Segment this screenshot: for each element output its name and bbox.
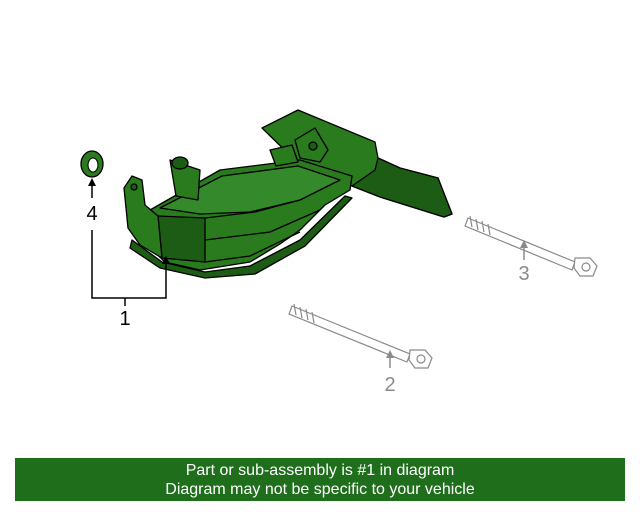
left-flange (123, 175, 163, 259)
filter-top-face (159, 165, 341, 215)
leader-arrowheads-grey (386, 240, 528, 358)
leader-lines (91, 184, 167, 306)
flange-hole (130, 183, 138, 191)
arrow-to-short-bolt (520, 240, 528, 248)
arrow-to-seal (88, 178, 96, 186)
arrow-to-filter (162, 256, 170, 264)
intake-tube-mouth (171, 156, 189, 170)
intake-tube (169, 159, 201, 201)
filter-front-face (157, 215, 206, 263)
filter-base (129, 195, 353, 279)
banner-line-1: Part or sub-assembly is #1 in diagram (185, 461, 455, 479)
info-banner: Part or sub-assembly is #1 in diagram Di… (15, 458, 625, 501)
short-bolt[interactable] (464, 215, 598, 277)
filter-boss (269, 144, 299, 167)
callout-1: 1 (119, 308, 130, 330)
leader-arrowheads (88, 178, 170, 264)
callout-2: 2 (384, 374, 395, 396)
filter-assembly[interactable] (123, 109, 453, 279)
seal-ring[interactable] (80, 150, 104, 178)
filter-edge-lines (204, 199, 321, 263)
callout-3: 3 (518, 263, 529, 285)
arrow-to-long-bolt (386, 350, 394, 358)
long-bolt[interactable] (288, 303, 433, 369)
bracket-shadow (351, 157, 453, 218)
tab-hole (308, 141, 318, 151)
banner-line-2: Diagram may not be specific to your vehi… (165, 480, 475, 498)
callout-4: 4 (86, 203, 97, 225)
